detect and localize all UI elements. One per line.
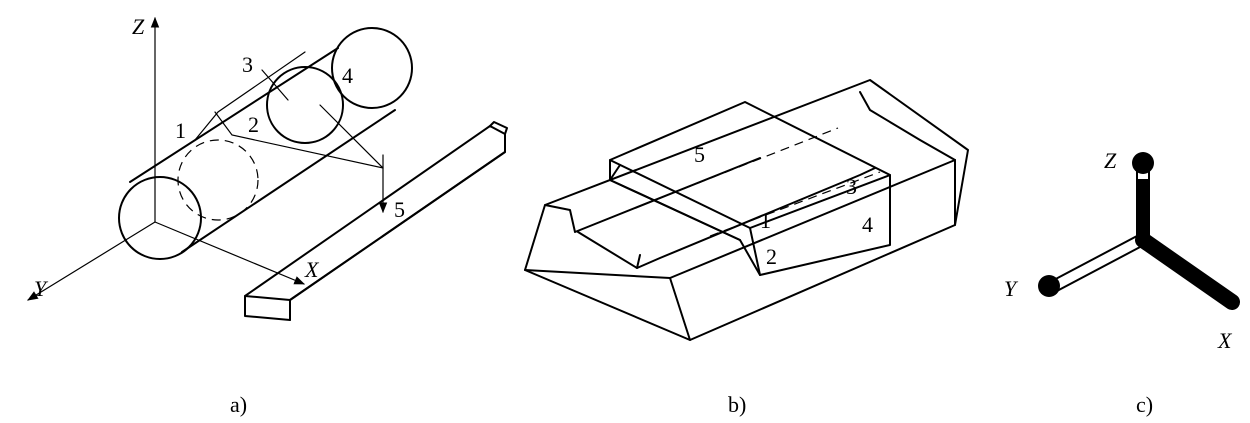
- y-axis: [27, 221, 156, 301]
- y-ball: [1038, 275, 1060, 297]
- point-label-3: 3: [846, 174, 857, 199]
- rail-bar: [244, 125, 506, 321]
- figure-c: Z Y X c): [1004, 148, 1240, 417]
- y-arm: [1048, 234, 1144, 294]
- cylinder-top-edge: [129, 47, 339, 183]
- x-arm: [1135, 232, 1240, 310]
- point-label-5: 5: [394, 197, 405, 222]
- leader-3: [261, 69, 289, 101]
- groove-notch: [636, 254, 641, 269]
- axis-label-y: Y: [34, 276, 49, 301]
- point-label-4: 4: [342, 63, 353, 88]
- rail-bar-end: [489, 121, 508, 135]
- hidden-line-upper: [654, 127, 839, 201]
- point-label-3: 3: [242, 52, 253, 77]
- hidden-line-lower: [709, 171, 881, 237]
- figure-b: 5 3 1 4 2 b): [524, 79, 969, 417]
- axis-label-x: X: [1217, 328, 1233, 353]
- point-label-2: 2: [248, 112, 259, 137]
- x-axis: [154, 221, 305, 285]
- caption-a: a): [230, 392, 247, 417]
- axis-label-z: Z: [1104, 148, 1117, 173]
- groove-back: [859, 91, 956, 161]
- table-left-skirt: [609, 164, 741, 241]
- rail-bar-top-edge: [244, 151, 506, 301]
- groove-bottom: [577, 167, 876, 269]
- point-label-1: 1: [175, 118, 186, 143]
- point-label-1: 1: [760, 208, 771, 233]
- hidden-cylinder-circle: [177, 139, 259, 221]
- point-label-2: 2: [766, 244, 777, 269]
- cylinder-end-circle: [118, 176, 202, 260]
- cylinder-circle-3: [266, 66, 344, 144]
- cylinder-bottom-edge: [181, 109, 396, 253]
- axis-label-y: Y: [1004, 276, 1019, 301]
- base-block: [524, 79, 969, 341]
- table-front-edge: [749, 227, 761, 276]
- figure-a: Z Y X 1 2 3 4 5 a): [27, 14, 508, 417]
- axis-label-x: X: [304, 257, 320, 282]
- point-label-5: 5: [694, 142, 705, 167]
- support-line-mid: [214, 111, 384, 169]
- caption-c: c): [1136, 392, 1153, 417]
- groove-left: [544, 157, 761, 233]
- caption-b: b): [728, 392, 746, 417]
- support-line-diag: [319, 104, 384, 169]
- support-line-top: [194, 51, 306, 141]
- cylinder-circle-4: [331, 27, 413, 109]
- base-top-right-edge: [669, 159, 956, 279]
- axis-label-z: Z: [132, 14, 145, 39]
- z-ball: [1132, 152, 1154, 174]
- point-label-4: 4: [862, 212, 873, 237]
